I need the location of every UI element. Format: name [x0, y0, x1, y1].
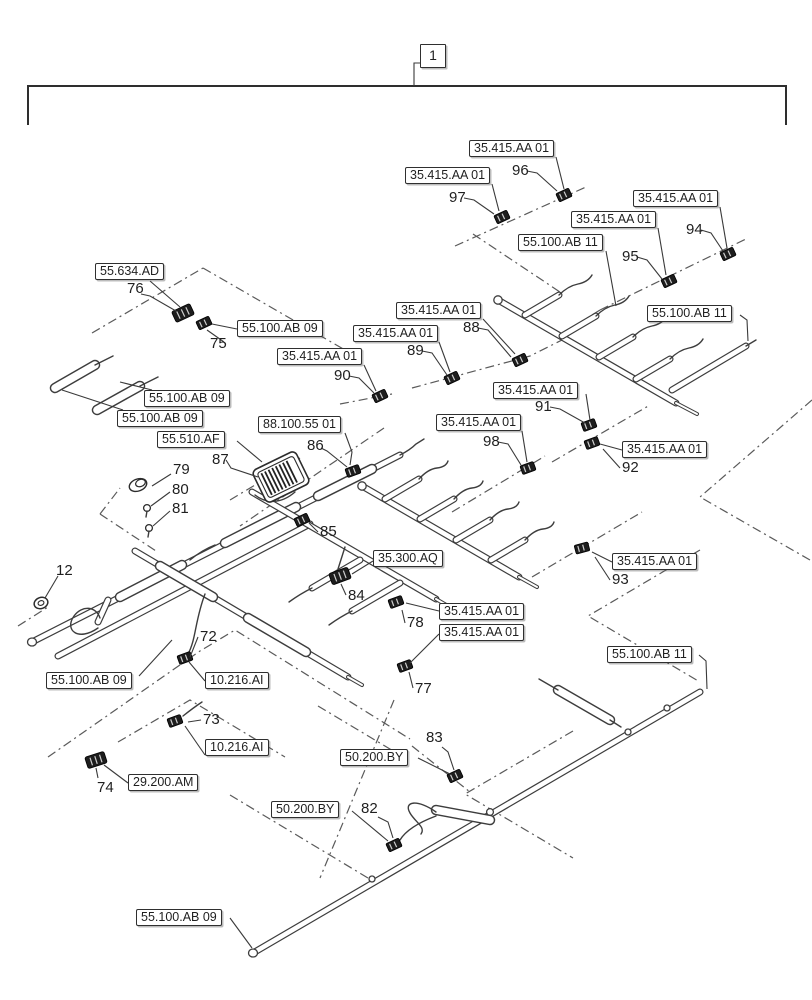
- section-code-label[interactable]: 55.634.AD: [95, 263, 165, 280]
- item-number-callout: 73: [203, 711, 220, 728]
- section-code-label[interactable]: 55.100.AB 11: [607, 646, 692, 663]
- section-code-label[interactable]: 35.415.AA 01: [439, 603, 525, 620]
- item-number-callout: 78: [407, 614, 424, 631]
- section-code-label[interactable]: 10.216.AI: [205, 739, 269, 756]
- section-code-label[interactable]: 35.300.AQ: [373, 550, 443, 567]
- item-number-callout: 91: [535, 398, 552, 415]
- section-code-label[interactable]: 55.100.AB 11: [518, 234, 603, 251]
- item-number-callout: 76: [127, 280, 144, 297]
- item-number-callout: 96: [512, 162, 529, 179]
- item-number-callout: 77: [415, 680, 432, 697]
- module-87: [252, 451, 310, 503]
- section-code-label[interactable]: 35.415.AA 01: [622, 441, 708, 458]
- item-number-callout: 79: [173, 461, 190, 478]
- item-number-callout: 86: [307, 437, 324, 454]
- item-number-callout: 93: [612, 571, 629, 588]
- harness-tubes: [26, 274, 757, 958]
- item-number-callout: 12: [56, 562, 73, 579]
- section-code-label[interactable]: 35.415.AA 01: [493, 382, 579, 399]
- item-number-callout: 80: [172, 481, 189, 498]
- item-number-callout: 72: [200, 628, 217, 645]
- item-number-callout: 83: [426, 729, 443, 746]
- item-number-callout: 81: [172, 500, 189, 517]
- section-code-label[interactable]: 55.100.AB 09: [144, 390, 230, 407]
- item-number-callout: 98: [483, 433, 500, 450]
- section-code-label[interactable]: 35.415.AA 01: [353, 325, 439, 342]
- item-number-callout: 89: [407, 342, 424, 359]
- section-code-label[interactable]: 88.100.55 01: [258, 416, 341, 433]
- section-code-label[interactable]: 29.200.AM: [128, 774, 199, 791]
- item-number-callout: 90: [334, 367, 351, 384]
- leader-lines: [44, 156, 749, 949]
- item-number-callout: 95: [622, 248, 639, 265]
- section-code-label[interactable]: 35.415.AA 01: [439, 624, 525, 641]
- small-hardware: [33, 477, 154, 610]
- section-code-label[interactable]: 55.510.AF: [157, 431, 225, 448]
- section-code-label[interactable]: 10.216.AI: [205, 672, 269, 689]
- section-code-label[interactable]: 35.415.AA 01: [277, 348, 363, 365]
- section-code-label[interactable]: 35.415.AA 01: [633, 190, 719, 207]
- section-code-label[interactable]: 35.415.AA 01: [405, 167, 491, 184]
- section-code-label[interactable]: 35.415.AA 01: [469, 140, 555, 157]
- section-code-label[interactable]: 55.100.AB 11: [647, 305, 732, 322]
- section-code-label[interactable]: 55.100.AB 09: [237, 320, 323, 337]
- assembly-bracket: [27, 62, 787, 125]
- item-number-callout: 84: [348, 587, 365, 604]
- ring-12: [33, 596, 49, 610]
- item-number-callout: 88: [463, 319, 480, 336]
- connector-clips: [84, 187, 737, 853]
- bolt-80: [142, 503, 152, 518]
- section-code-label[interactable]: 50.200.BY: [340, 749, 409, 766]
- section-code-label[interactable]: 35.415.AA 01: [396, 302, 482, 319]
- item-number-callout: 82: [361, 800, 378, 817]
- bolt-81: [144, 523, 154, 538]
- item-number-callout: 74: [97, 779, 114, 796]
- section-code-label[interactable]: 50.200.BY: [271, 801, 340, 818]
- section-code-label[interactable]: 55.100.AB 09: [117, 410, 203, 427]
- item-number-callout: 87: [212, 451, 229, 468]
- section-code-label[interactable]: 55.100.AB 09: [46, 672, 132, 689]
- section-code-label[interactable]: 35.415.AA 01: [571, 211, 657, 228]
- item-number-callout: 97: [449, 189, 466, 206]
- item-number-callout: 75: [210, 335, 227, 352]
- section-code-label[interactable]: 55.100.AB 09: [136, 909, 222, 926]
- section-code-label[interactable]: 35.415.AA 01: [436, 414, 522, 431]
- item-number-callout: 85: [320, 523, 337, 540]
- item-number-callout: 94: [686, 221, 703, 238]
- item-number-callout: 92: [622, 459, 639, 476]
- section-code-label[interactable]: 35.415.AA 01: [612, 553, 698, 570]
- assembly-callout-box[interactable]: 1: [420, 44, 446, 68]
